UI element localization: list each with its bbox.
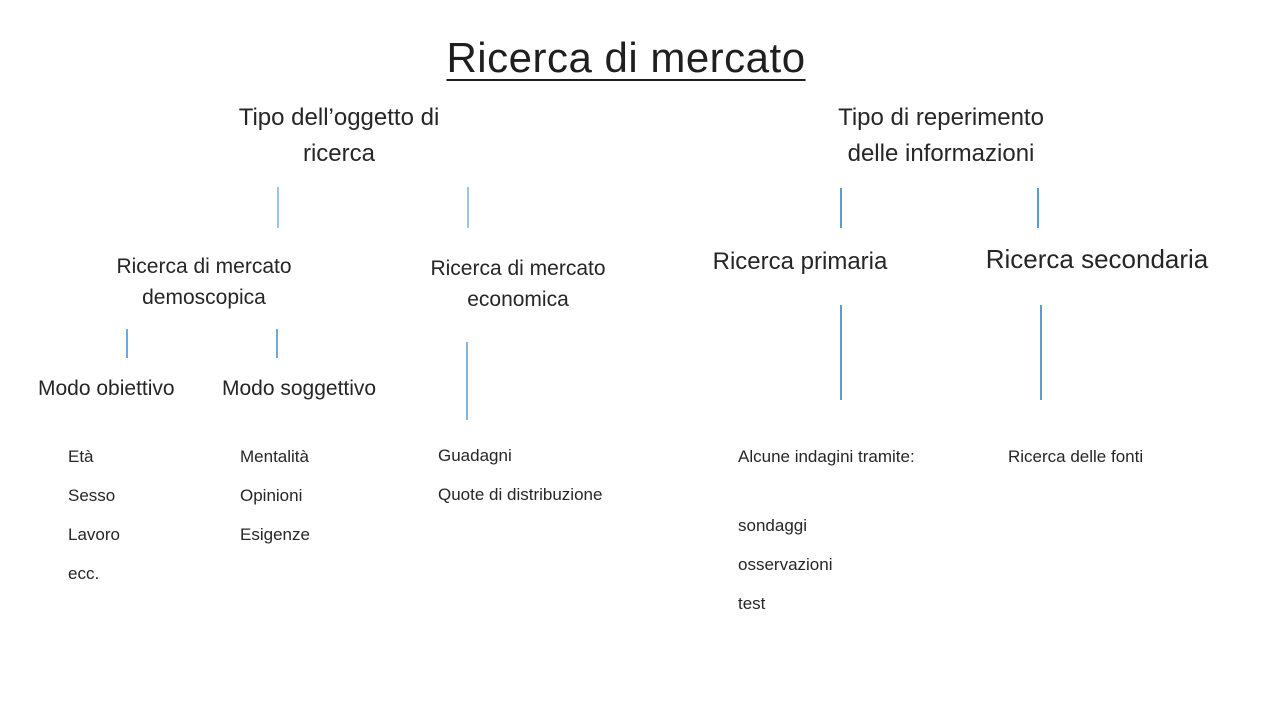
connector-line: [126, 329, 128, 358]
connector-line: [1040, 305, 1042, 400]
node-ricerca-demoscopica: Ricerca di mercato demoscopica: [44, 251, 364, 313]
node-tipo-reperimento-line2: delle informazioni: [847, 140, 1035, 167]
list-item: osservazioni: [738, 555, 833, 574]
node-modo-soggettivo: Modo soggettivo: [222, 377, 377, 400]
list-item: Mentalità: [240, 447, 309, 466]
node-ricerca-demoscopica-line2: demoscopica: [142, 286, 266, 309]
node-ricerca-economica: Ricerca di mercato economica: [358, 253, 678, 315]
list-ricerca-primaria: Alcune indagini tramite: sondaggi osserva…: [738, 437, 915, 623]
connector-line: [276, 329, 278, 358]
node-tipo-oggetto-line2: ricerca: [302, 140, 375, 167]
slide-title: Ricerca di mercato: [446, 34, 806, 81]
list-item: sondaggi: [738, 516, 808, 535]
list-item: Opinioni: [240, 486, 303, 505]
list-ricerca-secondaria: Ricerca delle fonti: [1008, 437, 1143, 476]
node-tipo-reperimento: Tipo di reperimento delle informazioni: [781, 100, 1101, 172]
node-ricerca-economica-line2: economica: [467, 288, 569, 311]
node-ricerca-economica-line1: Ricerca di mercato: [430, 257, 606, 280]
list-item: Età: [68, 447, 94, 466]
node-ricerca-secondaria: Ricerca secondaria: [985, 244, 1209, 274]
list-item: Esigenze: [240, 525, 310, 544]
list-ricerca-primaria-items: sondaggi osservazioni test: [738, 506, 915, 623]
node-tipo-reperimento-line1: Tipo di reperimento: [838, 104, 1044, 131]
connector-line: [840, 305, 842, 400]
node-ricerca-primaria: Ricerca primaria: [712, 248, 888, 275]
node-tipo-oggetto-line1: Tipo dell’oggetto di: [238, 104, 440, 131]
list-item: Quote di distribuzione: [438, 485, 603, 504]
connector-line: [466, 342, 468, 420]
connector-line: [1037, 188, 1039, 228]
node-tipo-oggetto: Tipo dell’oggetto di ricerca: [179, 100, 499, 172]
list-item: Guadagni: [438, 446, 512, 465]
list-item: test: [738, 594, 766, 613]
connector-line: [277, 187, 279, 228]
list-item: Ricerca delle fonti: [1008, 447, 1144, 466]
list-item: Lavoro: [68, 525, 120, 544]
connector-line: [840, 188, 842, 228]
list-item: Sesso: [68, 486, 116, 505]
list-item: ecc.: [68, 564, 100, 583]
connector-line: [467, 187, 469, 228]
node-modo-obiettivo: Modo obiettivo: [38, 377, 175, 400]
list-ricerca-primaria-header: Alcune indagini tramite:: [738, 447, 915, 466]
node-ricerca-demoscopica-line1: Ricerca di mercato: [116, 255, 292, 278]
